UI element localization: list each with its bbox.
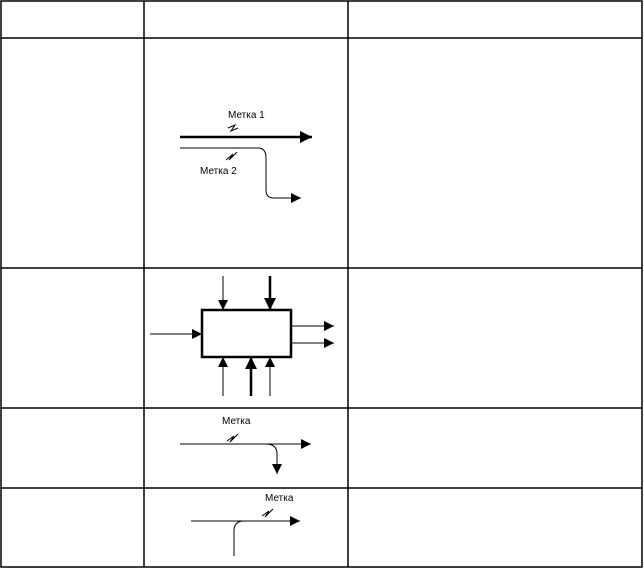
label-metka-1: Метка 1 bbox=[228, 110, 265, 121]
label-metka-row3: Метка bbox=[222, 416, 251, 427]
squiggle-label bbox=[226, 433, 239, 443]
squiggle-label-2 bbox=[225, 151, 238, 161]
join-line bbox=[233, 520, 245, 556]
row1-diagram bbox=[180, 123, 312, 203]
function-box bbox=[200, 308, 293, 359]
squiggle-label-1 bbox=[227, 123, 239, 133]
row4-diagram bbox=[191, 508, 300, 556]
label-metka-row4: Метка bbox=[265, 493, 294, 504]
row2-diagram bbox=[150, 276, 334, 396]
squiggle-label bbox=[261, 508, 274, 518]
bent-arrow bbox=[180, 147, 301, 203]
row3-diagram bbox=[180, 433, 311, 474]
label-metka-2: Метка 2 bbox=[200, 166, 237, 177]
branch-arrow-down bbox=[265, 443, 282, 474]
